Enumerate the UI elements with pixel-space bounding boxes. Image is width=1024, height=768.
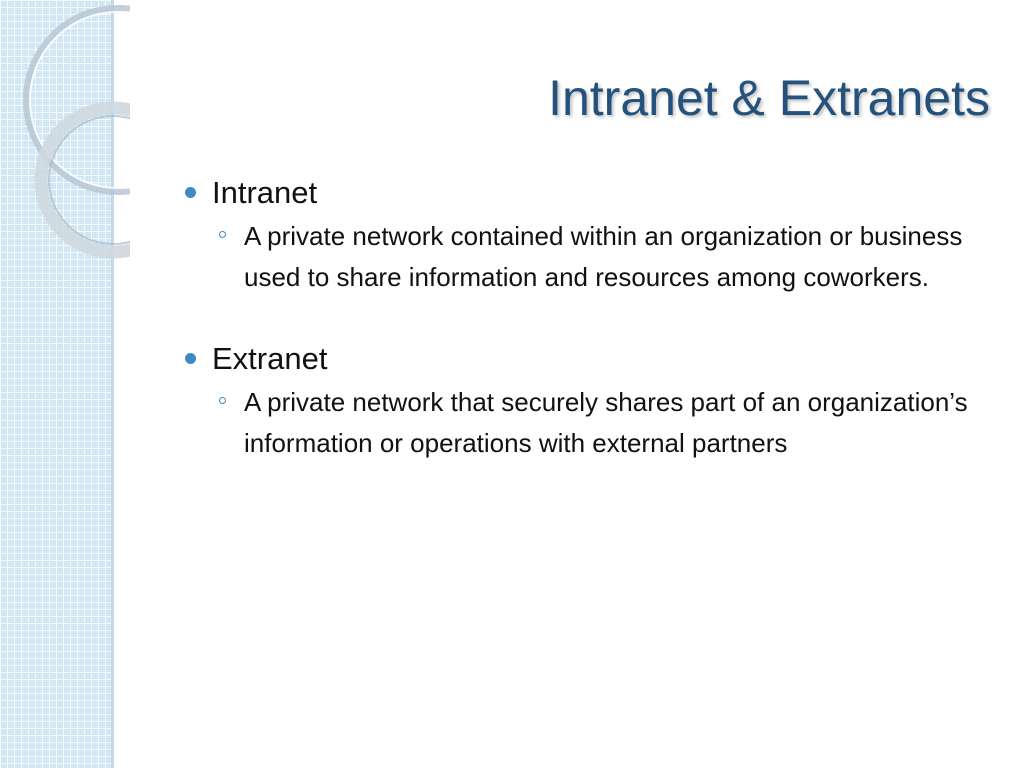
bullet-group-intranet: Intranet A private network contained wit… [180,170,980,298]
sub-bullet-text: A private network contained within an or… [244,221,963,292]
sub-bullet-circle-icon [219,397,226,404]
bullet-item-extranet: Extranet [180,336,980,382]
bullet-label: Extranet [212,341,328,376]
side-panel-edge [111,0,114,768]
small-ring [34,101,130,259]
bullet-group-extranet: Extranet A private network that securely… [180,336,980,464]
large-ring-highlight [29,11,130,189]
sub-bullet-extranet: A private network that securely shares p… [212,382,984,464]
bullet-item-intranet: Intranet [180,170,980,216]
slide-title: Intranet & Extranets [548,70,990,126]
bullet-dot-icon [185,187,196,198]
bullet-label: Intranet [212,175,318,210]
sub-bullet-intranet: A private network contained within an or… [212,216,984,298]
decorative-rings [23,5,130,259]
bullet-list: Intranet A private network contained wit… [180,170,980,502]
sub-bullet-circle-icon [219,231,226,238]
small-ring-inner [48,115,130,245]
large-ring [23,5,130,195]
bullet-dot-icon [185,353,196,364]
sub-bullet-text: A private network that securely shares p… [244,387,968,458]
